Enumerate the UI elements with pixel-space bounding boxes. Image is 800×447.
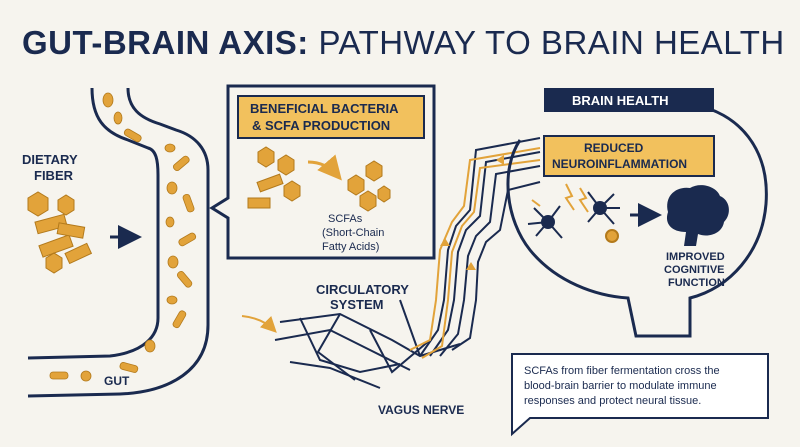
- gut-label: GUT: [104, 374, 130, 388]
- title-bold: GUT-BRAIN AXIS:: [22, 24, 309, 61]
- improved-label-2: COGNITIVE: [664, 264, 725, 276]
- scfa-label-1: SCFAs: [328, 213, 363, 225]
- circulation-path: [241, 147, 541, 359]
- vagus-nerve: [274, 137, 541, 389]
- dietary-fiber-label-1: DIETARY: [22, 152, 78, 167]
- scfa-label-3: Fatty Acids): [322, 241, 379, 253]
- reduced-box: [543, 135, 715, 177]
- summary-callout: [511, 353, 769, 437]
- reduced-label-1: REDUCED: [584, 141, 644, 155]
- summary-line-2: blood-brain barrier to modulate immune: [524, 380, 717, 392]
- neuron-icon: [527, 191, 620, 243]
- scfa-molecule-icon: [247, 146, 391, 212]
- circulatory-label-1: CIRCULATORY: [316, 282, 409, 297]
- lightning-icon: [531, 183, 589, 213]
- title-rest: PATHWAY TO BRAIN HEALTH: [308, 24, 785, 61]
- fiber-hexagon-icon: [27, 191, 93, 274]
- vagus-nerve-label: VAGUS NERVE: [378, 403, 464, 417]
- scfa-label-2: (Short-Chain: [322, 227, 384, 239]
- bacteria-box-header: [237, 95, 425, 139]
- improved-label-1: IMPROVED: [666, 251, 725, 263]
- brain-icon: [666, 185, 729, 246]
- gut-tube: [27, 87, 210, 398]
- summary-line-1: SCFAs from fiber fermentation cross the: [524, 365, 720, 377]
- reduced-label-2: NEUROINFLAMMATION: [552, 157, 687, 171]
- page-title: GUT-BRAIN AXIS: PATHWAY TO BRAIN HEALTH: [22, 26, 785, 59]
- scfa-arrow-icon: [307, 154, 342, 181]
- brain-health-label: BRAIN HEALTH: [572, 93, 669, 108]
- flow-arrow-icon: [440, 155, 504, 270]
- brain-outline: [506, 102, 768, 338]
- summary-line-3: responses and protect neural tissue.: [524, 395, 701, 407]
- bacteria-box-title-1: BENEFICIAL BACTERIA: [250, 101, 399, 116]
- bacteria-icon: [49, 92, 197, 382]
- brain-health-banner: [544, 88, 714, 112]
- circulatory-label-2: SYSTEM: [330, 297, 383, 312]
- bacteria-box-title-2: & SCFA PRODUCTION: [252, 118, 390, 133]
- improved-label-3: FUNCTION: [668, 277, 725, 289]
- dietary-fiber-label-2: FIBER: [34, 168, 74, 183]
